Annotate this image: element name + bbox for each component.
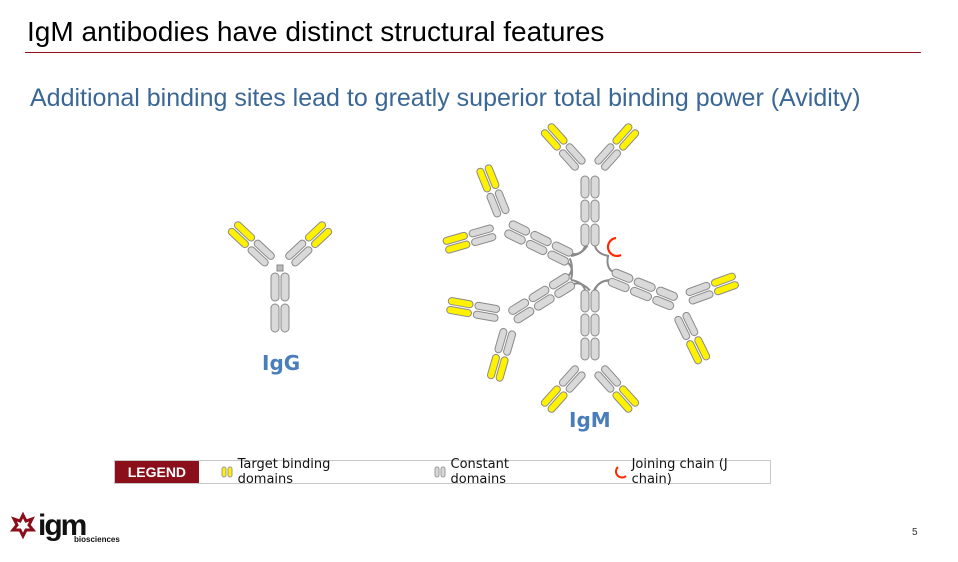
slide-subtitle: Additional binding sites lead to greatly…: [30, 84, 861, 112]
legend-label: Constant domains: [450, 457, 509, 487]
legend-item-binding: Target binding domains: [221, 457, 388, 487]
igm-label: IgM: [569, 408, 611, 432]
legend-heading: LEGEND: [115, 461, 199, 483]
legend-item-jchain: Joining chain (J chain): [613, 457, 770, 487]
svg-text:biosciences: biosciences: [74, 535, 120, 544]
yellow-domain-icon: [221, 466, 233, 478]
j-chain-icon: [614, 466, 627, 479]
legend: LEGEND Target binding domains Constant d…: [114, 457, 771, 487]
igg-label: IgG: [262, 351, 301, 375]
igg-molecule: [227, 220, 333, 332]
slide-title: IgM antibodies have distinct structural …: [27, 16, 605, 47]
igm-biosciences-logo: igm biosciences: [9, 509, 120, 544]
legend-label: Joining chain (J chain): [631, 457, 728, 487]
svg-text:igm: igm: [38, 509, 86, 542]
gray-domain-icon: [434, 466, 446, 478]
title-divider: [25, 52, 921, 53]
legend-label: Target binding domains: [237, 457, 331, 487]
legend-item-constant: Constant domains: [434, 457, 567, 487]
j-chain-icon: [606, 236, 622, 258]
igm-molecule: [437, 122, 744, 413]
page-number: 5: [912, 527, 918, 538]
